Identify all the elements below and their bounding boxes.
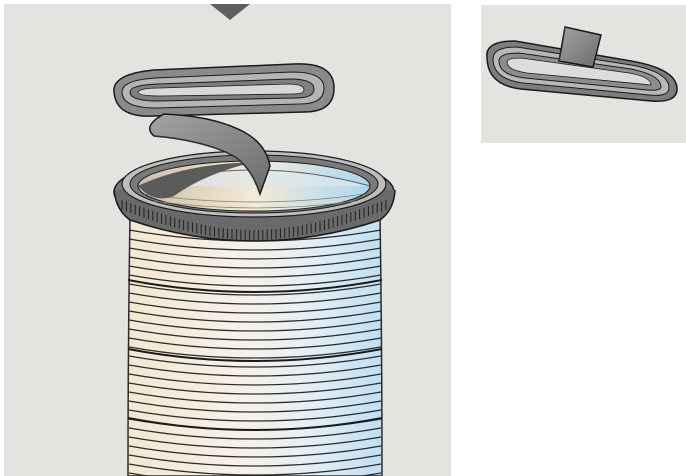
- strap-detail-illustration: [481, 5, 686, 143]
- down-arrow-indicator-icon: [210, 4, 250, 20]
- duct-illustration: [4, 4, 451, 476]
- coiled-strap-detail: [487, 27, 677, 101]
- main-illustration-panel: [4, 4, 451, 476]
- detail-illustration-panel: [481, 5, 686, 143]
- duct-body: [128, 216, 382, 476]
